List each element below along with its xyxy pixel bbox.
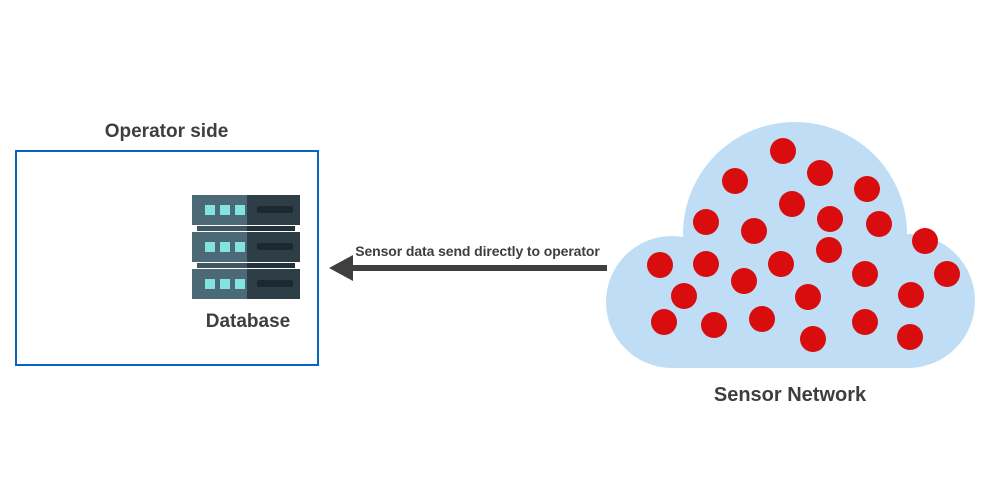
data-flow-arrow [329, 255, 607, 281]
server-connector [197, 263, 295, 268]
sensor-node-dot [741, 218, 767, 244]
sensor-node-dot [816, 237, 842, 263]
sensor-node-dot [852, 309, 878, 335]
sensor-node-dot [866, 211, 892, 237]
sensor-node-dot [897, 324, 923, 350]
server-led-icon [220, 279, 230, 289]
sensor-network-label: Sensor Network [713, 384, 867, 406]
server-led-icon [235, 279, 245, 289]
database-label: Database [205, 311, 291, 332]
sensor-node-dot [800, 326, 826, 352]
sensor-node-dot [647, 252, 673, 278]
sensor-network-cloud [606, 122, 975, 368]
sensor-node-dot [671, 283, 697, 309]
sensor-node-dot [852, 261, 878, 287]
sensor-node-dot [854, 176, 880, 202]
sensor-node-dot [693, 209, 719, 235]
database-server-icon [192, 195, 300, 299]
server-led-icon [235, 205, 245, 215]
operator-side-title: Operator side [104, 121, 229, 142]
sensor-node-dot [817, 206, 843, 232]
server-led-icon [205, 279, 215, 289]
sensor-node-dot [934, 261, 960, 287]
server-vent-slot [257, 280, 293, 287]
sensor-node-dot [722, 168, 748, 194]
sensor-dots [647, 138, 960, 352]
sensor-node-dot [651, 309, 677, 335]
server-led-icon [220, 205, 230, 215]
server-led-icon [205, 205, 215, 215]
sensor-node-dot [779, 191, 805, 217]
server-led-icon [205, 242, 215, 252]
sensor-node-dot [768, 251, 794, 277]
sensor-node-dot [701, 312, 727, 338]
sensor-node-dot [912, 228, 938, 254]
server-unit [192, 269, 300, 299]
server-vent-slot [257, 206, 293, 213]
sensor-node-dot [795, 284, 821, 310]
server-led-icon [235, 242, 245, 252]
sensor-node-dot [693, 251, 719, 277]
sensor-node-dot [807, 160, 833, 186]
server-connector [197, 226, 295, 231]
operator-box: Database [15, 150, 319, 366]
arrowhead-icon [329, 255, 353, 281]
sensor-node-dot [770, 138, 796, 164]
server-unit [192, 195, 300, 225]
sensor-node-dot [749, 306, 775, 332]
arrow-label: Sensor data send directly to operator [355, 243, 600, 259]
server-vent-slot [257, 243, 293, 250]
sensor-node-dot [898, 282, 924, 308]
server-unit [192, 232, 300, 262]
sensor-node-dot [731, 268, 757, 294]
server-led-icon [220, 242, 230, 252]
